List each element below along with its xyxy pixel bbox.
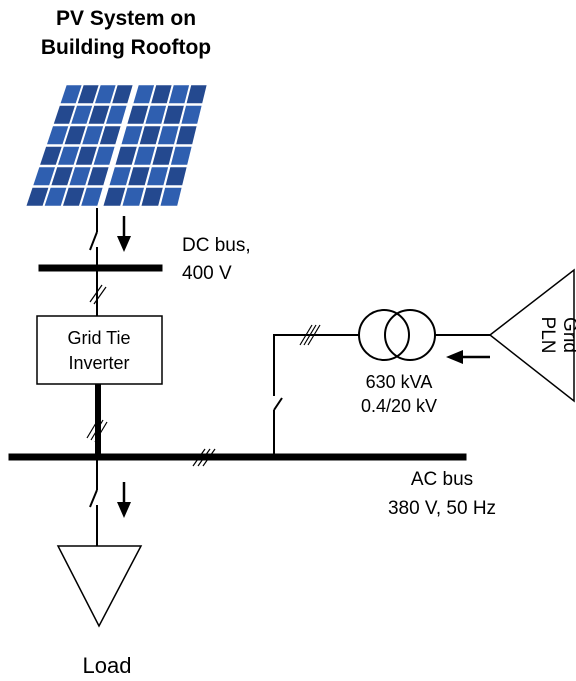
- arrow-icon: [446, 350, 490, 364]
- solar-cell: [95, 85, 116, 104]
- solar-cell: [93, 146, 115, 165]
- solar-cell: [157, 126, 179, 145]
- transformer-ratio: 0.4/20 kV: [361, 396, 437, 416]
- solar-cell: [141, 187, 163, 206]
- solar-cell: [133, 85, 155, 104]
- solar-cell: [109, 167, 131, 186]
- dc-line-hatch: [89, 284, 107, 305]
- solar-cell: [33, 167, 55, 186]
- solar-cell: [40, 146, 62, 165]
- ac-bus-label-2: 380 V, 50 Hz: [388, 498, 496, 519]
- solar-cell: [53, 105, 75, 124]
- solar-cell: [163, 105, 184, 124]
- solar-cell: [44, 187, 67, 206]
- dc-bus-label-2: 400 V: [182, 263, 232, 284]
- grid-line-hatch: [299, 324, 321, 346]
- solar-cell: [71, 105, 93, 124]
- solar-cell: [26, 187, 49, 206]
- solar-cell: [170, 146, 192, 165]
- switch-icon: [89, 489, 98, 508]
- grid-tie-inverter-box: [36, 315, 163, 385]
- solar-cell: [77, 85, 99, 104]
- inverter-label-1: Grid Tie: [67, 328, 130, 348]
- solar-cell: [168, 85, 190, 104]
- ac-bus-hatch: [192, 448, 216, 467]
- solar-cell: [186, 85, 207, 104]
- solar-cell: [69, 167, 91, 186]
- solar-cell: [106, 105, 127, 124]
- solar-cell: [64, 126, 86, 145]
- load-label: Load: [83, 653, 132, 678]
- title-line-1: PV System on: [56, 7, 196, 30]
- solar-cell: [51, 167, 73, 186]
- arrow-icon: [117, 216, 131, 252]
- solar-cell: [75, 146, 97, 165]
- solar-cell: [152, 146, 174, 165]
- grid-triangle-symbol: [488, 268, 575, 403]
- arrow-icon: [117, 482, 131, 518]
- transformer-rating: 630 kVA: [366, 372, 433, 392]
- solar-cell: [165, 167, 187, 186]
- solar-cell: [99, 126, 121, 145]
- transformer-icon: [358, 309, 436, 361]
- solar-cell: [122, 187, 144, 206]
- solar-cell: [139, 126, 161, 145]
- solar-panel-icon: [20, 82, 212, 210]
- solar-cell: [181, 105, 202, 124]
- solar-cell: [128, 167, 150, 186]
- solar-cell: [160, 187, 182, 206]
- ac-bus-label-1: AC bus: [411, 469, 473, 490]
- solar-cell: [134, 146, 156, 165]
- dc-bus-label-1: DC bus,: [182, 235, 251, 256]
- solar-cell: [58, 146, 80, 165]
- solar-cell: [127, 105, 149, 124]
- title-line-2: Building Rooftop: [41, 36, 211, 59]
- solar-cell: [112, 85, 133, 104]
- solar-cell: [47, 126, 69, 145]
- grid-feeder: [273, 334, 360, 457]
- grid-label-2: PLN: [537, 317, 558, 354]
- solar-cell: [147, 167, 169, 186]
- solar-cell: [60, 85, 82, 104]
- load-triangle-symbol: [56, 545, 143, 628]
- solar-cell: [176, 126, 197, 145]
- load-feeder: [89, 460, 98, 546]
- solar-cell: [115, 146, 137, 165]
- ac-line-hatch-inverter: [86, 417, 108, 443]
- switch-icon: [89, 231, 98, 251]
- solar-cell: [81, 187, 103, 206]
- grid-label-1: Grid: [559, 317, 576, 353]
- pv-feeder: [89, 208, 98, 268]
- solar-cell: [145, 105, 167, 124]
- solar-cell: [88, 105, 110, 124]
- solar-cell: [82, 126, 104, 145]
- switch-icon: [273, 397, 283, 411]
- solar-cell: [121, 126, 143, 145]
- solar-cell: [103, 187, 126, 206]
- solar-cell: [87, 167, 109, 186]
- solar-cell: [151, 85, 172, 104]
- solar-cell: [63, 187, 85, 206]
- inverter-label-2: Inverter: [68, 353, 129, 373]
